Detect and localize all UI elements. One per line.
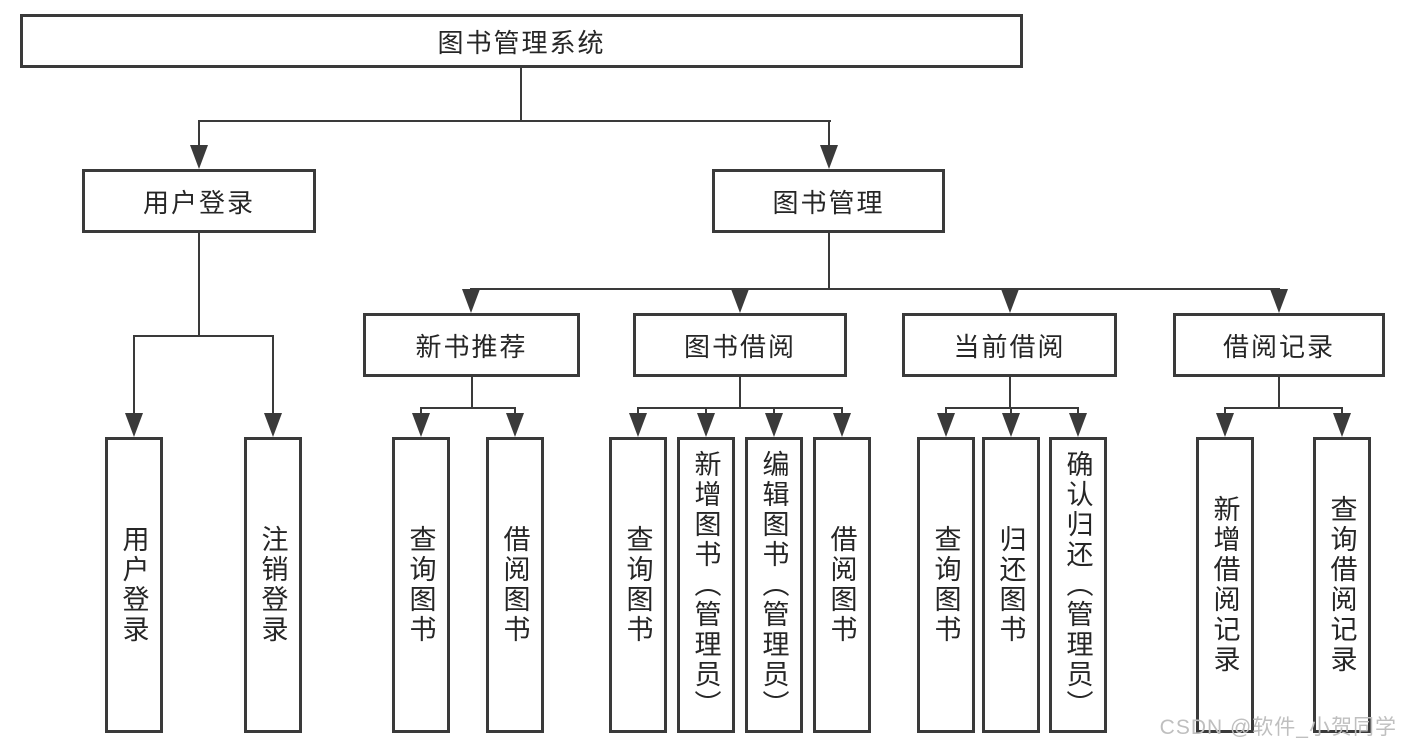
arrowhead-to-return-book xyxy=(1002,413,1020,437)
connector-to-query-books-1 xyxy=(420,407,422,417)
node-borrow-books-2-label: 借阅图书 xyxy=(826,525,857,645)
node-new-book-recommend: 新书推荐 xyxy=(363,313,580,377)
connector-to-user-login-leaf xyxy=(133,335,135,417)
arrowhead-to-confirm-return xyxy=(1069,413,1087,437)
node-query-borrow-record-label: 查询借阅记录 xyxy=(1326,495,1357,675)
connector-new-book-split xyxy=(420,407,516,409)
node-current-borrow: 当前借阅 xyxy=(902,313,1117,377)
connector-book-management-stem xyxy=(828,233,830,290)
node-confirm-return-admin: 确认归还（管理员） xyxy=(1049,437,1107,733)
node-query-books-2: 查询图书 xyxy=(609,437,667,733)
arrowhead-to-user-login-leaf xyxy=(125,413,143,437)
connector-to-return-book xyxy=(1010,407,1012,417)
node-root: 图书管理系统 xyxy=(20,14,1023,68)
connector-borrow-record-split xyxy=(1224,407,1343,409)
arrowhead-to-logout-leaf xyxy=(264,413,282,437)
node-return-book: 归还图书 xyxy=(982,437,1040,733)
connector-user-login-stem xyxy=(198,233,200,337)
arrowhead-to-book-borrow xyxy=(731,289,749,313)
connector-current-borrow-split xyxy=(945,407,1079,409)
arrowhead-to-user-login xyxy=(190,145,208,169)
arrowhead-to-query-books-1 xyxy=(412,413,430,437)
watermark: CSDN @软件_小贺同学 xyxy=(1159,716,1397,739)
connector-to-borrow-books-1 xyxy=(514,407,516,417)
arrowhead-to-borrow-books-1 xyxy=(506,413,524,437)
connector-user-login-split xyxy=(133,335,273,337)
connector-to-borrow-books-2 xyxy=(841,407,843,417)
arrowhead-to-query-books-2 xyxy=(629,413,647,437)
connector-root-to-book-management xyxy=(828,120,830,148)
arrowhead-to-query-books-3 xyxy=(937,413,955,437)
connector-to-edit-book xyxy=(773,407,775,417)
connector-book-borrow-split xyxy=(637,407,843,409)
node-new-book-recommend-label: 新书推荐 xyxy=(415,331,528,362)
node-current-borrow-label: 当前借阅 xyxy=(953,331,1066,362)
connector-borrow-record-stem xyxy=(1278,376,1280,409)
connector-to-query-books-3 xyxy=(945,407,947,417)
node-query-books-3-label: 查询图书 xyxy=(930,525,961,645)
node-user-login-label: 用户登录 xyxy=(142,187,255,218)
node-borrow-record: 借阅记录 xyxy=(1173,313,1385,377)
arrowhead-to-current-borrow xyxy=(1001,289,1019,313)
arrowhead-to-add-book xyxy=(697,413,715,437)
connector-new-book-stem xyxy=(471,376,473,409)
connector-root-split xyxy=(198,120,831,122)
node-user-login-leaf: 用户登录 xyxy=(105,437,163,733)
node-query-borrow-record: 查询借阅记录 xyxy=(1313,437,1371,733)
node-borrow-books-1-label: 借阅图书 xyxy=(499,525,530,645)
node-query-books-1-label: 查询图书 xyxy=(405,525,436,645)
connector-book-management-split xyxy=(470,288,1280,290)
connector-root-to-user-login xyxy=(198,120,200,148)
node-add-borrow-record-label: 新增借阅记录 xyxy=(1209,495,1240,675)
connector-book-borrow-stem xyxy=(739,376,741,409)
connector-to-query-borrow-record xyxy=(1341,407,1343,417)
connector-to-add-book xyxy=(705,407,707,417)
node-user-login: 用户登录 xyxy=(82,169,316,233)
node-edit-book-admin: 编辑图书（管理员） xyxy=(745,437,803,733)
connector-to-add-borrow-record xyxy=(1224,407,1226,417)
node-query-books-2-label: 查询图书 xyxy=(622,525,653,645)
node-edit-book-admin-label: 编辑图书（管理员） xyxy=(758,450,789,720)
connector-to-confirm-return xyxy=(1077,407,1079,417)
node-add-book-admin: 新增图书（管理员） xyxy=(677,437,735,733)
arrowhead-to-borrow-books-2 xyxy=(833,413,851,437)
node-user-login-leaf-label: 用户登录 xyxy=(118,525,149,645)
node-logout-leaf: 注销登录 xyxy=(244,437,302,733)
node-root-label: 图书管理系统 xyxy=(437,27,606,58)
node-book-borrow: 图书借阅 xyxy=(633,313,847,377)
node-query-books-1: 查询图书 xyxy=(392,437,450,733)
node-borrow-books-2: 借阅图书 xyxy=(813,437,871,733)
node-query-books-3: 查询图书 xyxy=(917,437,975,733)
connector-current-borrow-stem xyxy=(1009,376,1011,409)
node-logout-leaf-label: 注销登录 xyxy=(257,525,288,645)
node-return-book-label: 归还图书 xyxy=(995,525,1026,645)
node-borrow-record-label: 借阅记录 xyxy=(1222,331,1335,362)
connector-to-logout-leaf xyxy=(272,335,274,417)
node-confirm-return-admin-label: 确认归还（管理员） xyxy=(1062,450,1093,720)
node-book-management: 图书管理 xyxy=(712,169,945,233)
node-add-borrow-record: 新增借阅记录 xyxy=(1196,437,1254,733)
connector-to-query-books-2 xyxy=(637,407,639,417)
arrowhead-to-edit-book xyxy=(765,413,783,437)
arrowhead-to-borrow-record xyxy=(1270,289,1288,313)
arrowhead-to-book-management xyxy=(820,145,838,169)
arrowhead-to-new-book-recommend xyxy=(462,289,480,313)
connector-root-stem xyxy=(520,68,522,122)
node-book-borrow-label: 图书借阅 xyxy=(683,331,796,362)
node-borrow-books-1: 借阅图书 xyxy=(486,437,544,733)
arrowhead-to-query-borrow-record xyxy=(1333,413,1351,437)
node-book-management-label: 图书管理 xyxy=(772,187,885,218)
node-add-book-admin-label: 新增图书（管理员） xyxy=(690,450,721,720)
arrowhead-to-add-borrow-record xyxy=(1216,413,1234,437)
